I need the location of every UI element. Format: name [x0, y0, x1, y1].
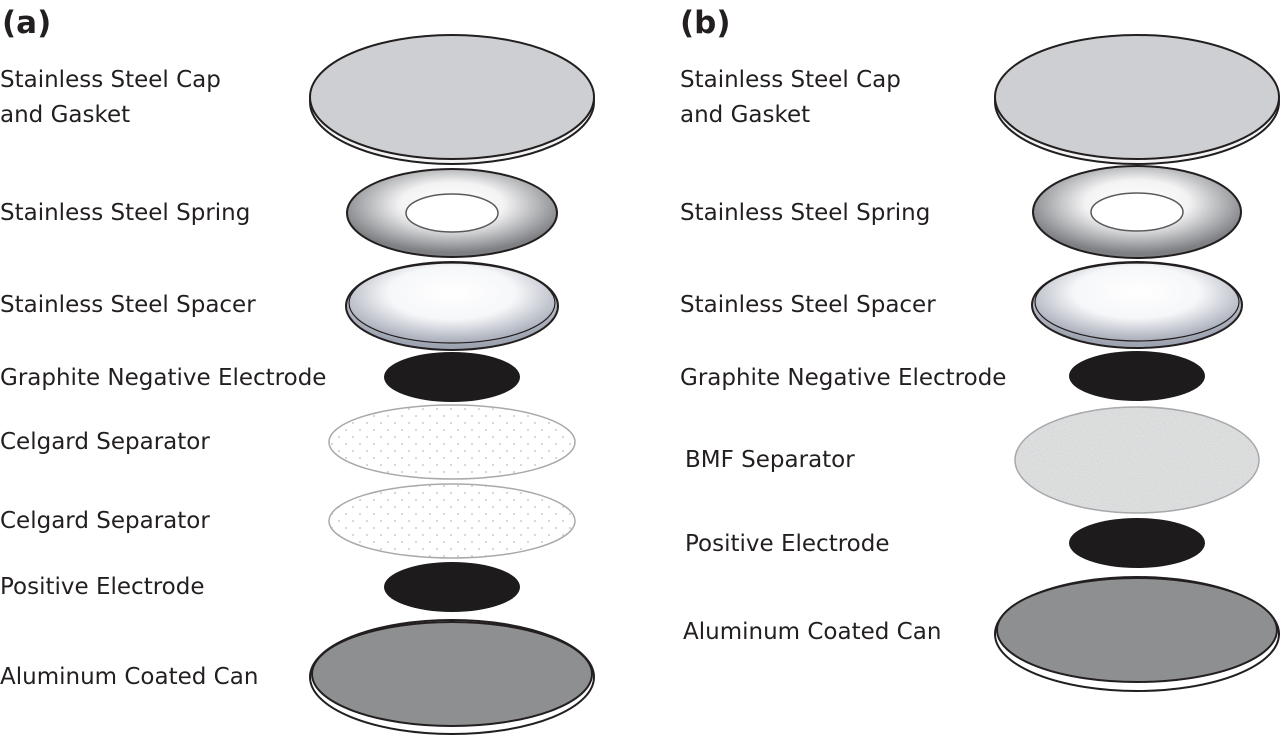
a-cap-shape: [309, 34, 595, 165]
a-can-shape: [309, 619, 595, 735]
panel-b-label: (b): [680, 5, 731, 41]
label-b-spacer: Stainless Steel Spacer: [680, 292, 936, 318]
label-b-separator: BMF Separator: [685, 447, 855, 473]
label-a-spacer: Stainless Steel Spacer: [0, 292, 256, 318]
a-spring-shape: [346, 168, 558, 258]
label-a-separator-2: Celgard Separator: [0, 508, 210, 534]
b-negative-electrode-shape: [1069, 351, 1205, 401]
panel-a-label: (a): [2, 5, 52, 41]
label-b-spring: Stainless Steel Spring: [680, 200, 931, 226]
label-a-can: Aluminum Coated Can: [0, 664, 259, 690]
label-a-cap: Stainless Steel Cap and Gasket: [0, 67, 221, 128]
label-a-negative-electrode: Graphite Negative Electrode: [0, 365, 327, 391]
b-can-shape: [994, 576, 1280, 692]
a-separator-1-shape: [328, 404, 576, 480]
label-b-negative-electrode: Graphite Negative Electrode: [680, 365, 1007, 391]
b-cap-shape: [994, 34, 1280, 165]
label-a-positive-electrode: Positive Electrode: [0, 574, 205, 600]
a-negative-electrode-shape: [384, 352, 520, 402]
label-a-spring: Stainless Steel Spring: [0, 200, 251, 226]
label-a-separator-1: Celgard Separator: [0, 429, 210, 455]
b-spacer-shape: [1031, 261, 1243, 349]
label-b-positive-electrode: Positive Electrode: [685, 531, 890, 557]
label-b-can: Aluminum Coated Can: [683, 619, 942, 645]
b-bmf-separator-shape: [1014, 406, 1260, 514]
a-positive-electrode-shape: [384, 562, 520, 612]
b-spring-shape: [1032, 165, 1242, 259]
a-separator-2-shape: [328, 483, 576, 559]
a-spacer-shape: [345, 261, 559, 351]
label-b-cap: Stainless Steel Cap and Gasket: [680, 67, 901, 128]
b-positive-electrode-shape: [1069, 518, 1205, 568]
